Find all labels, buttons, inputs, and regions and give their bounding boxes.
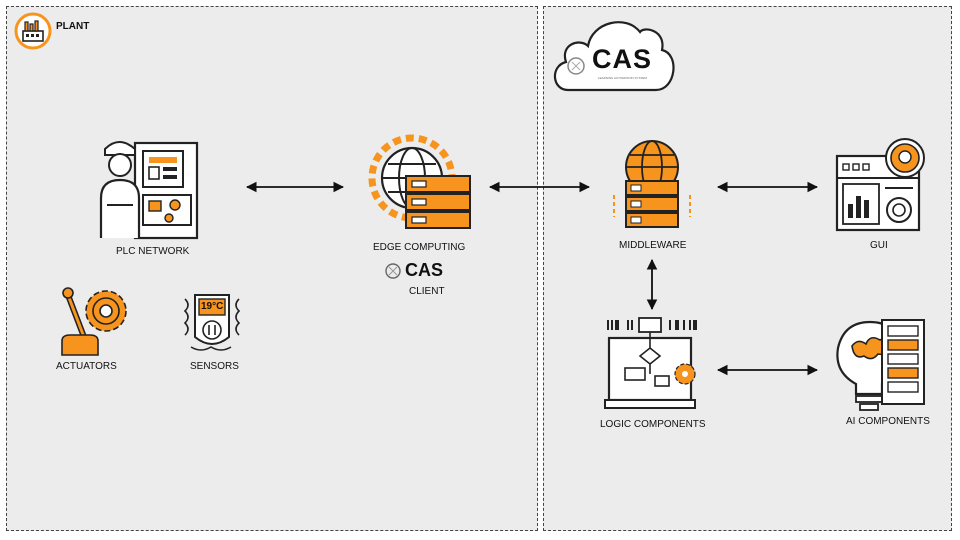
cloud-tagline: LEARNING AUTOMATION SYSTEM	[598, 76, 647, 80]
middleware-label: MIDDLEWARE	[619, 240, 687, 251]
plc-label: PLC NETWORK	[116, 246, 190, 257]
gui-icon	[835, 138, 925, 232]
edge-brand-icon	[385, 263, 401, 279]
middleware-icon	[613, 140, 691, 228]
gui-label: GUI	[870, 240, 888, 251]
ai-icon	[836, 319, 925, 411]
logic-icon	[604, 317, 697, 409]
sensor-temp-readout: 19°C	[201, 301, 224, 312]
plant-logo-icon	[14, 12, 52, 50]
plant-title: PLANT	[56, 21, 90, 32]
cloud-zone	[543, 6, 952, 531]
plant-zone	[6, 6, 538, 531]
edge-sub-label: CLIENT	[409, 286, 445, 297]
ai-label: AI COMPONENTS	[846, 416, 930, 427]
edge-brand: CAS	[405, 260, 444, 280]
edge-label: EDGE COMPUTING	[373, 242, 466, 253]
cloud-brand: CAS	[592, 44, 653, 74]
actuator-icon	[61, 287, 127, 356]
plc-operator-icon	[99, 141, 199, 240]
logic-label: LOGIC COMPONENTS	[600, 419, 706, 430]
sensors-label: SENSORS	[190, 361, 239, 372]
sensor-icon	[183, 294, 241, 351]
edge-server-icon	[368, 134, 471, 229]
actuators-label: ACTUATORS	[56, 361, 117, 372]
cloud-icon	[553, 21, 675, 92]
